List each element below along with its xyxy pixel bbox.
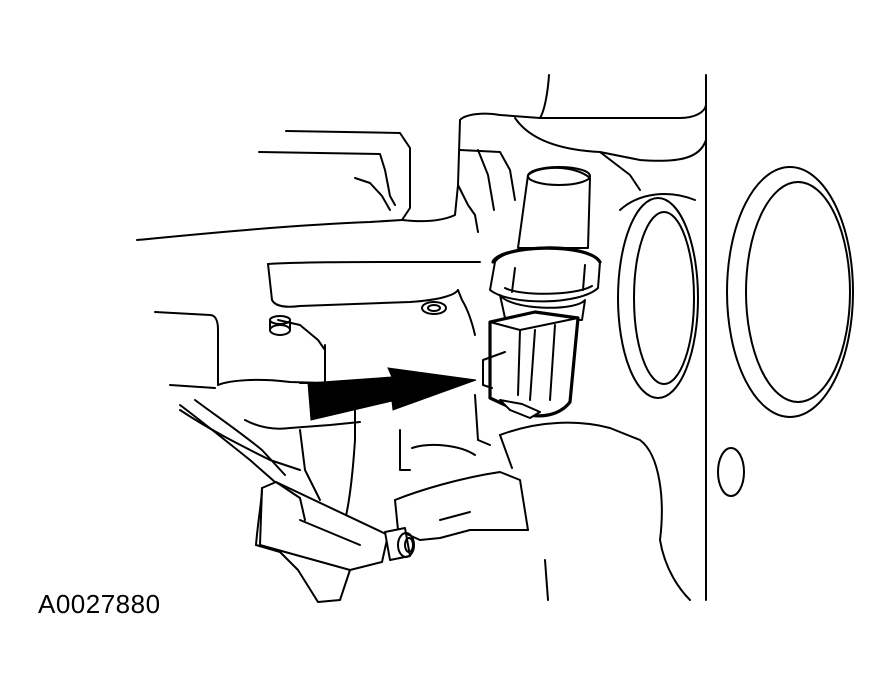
- small-oval-port: [717, 447, 745, 497]
- engine-block-upper: [136, 74, 707, 601]
- large-bore-opening: [726, 166, 854, 418]
- figure-reference-id: A0027880: [38, 589, 161, 619]
- medium-bore-opening: [617, 193, 699, 399]
- mounting-boss-left: [269, 315, 291, 336]
- sensor-hex-nut: [489, 246, 602, 303]
- lower-bracket: [394, 421, 691, 601]
- mounting-boss-center: [421, 301, 447, 315]
- sensor-threaded-stem: [517, 166, 591, 249]
- wire-harness: [179, 399, 389, 603]
- harness-plug: [384, 527, 415, 561]
- arrow-indicator: [307, 367, 477, 421]
- electrical-connector: [482, 310, 580, 419]
